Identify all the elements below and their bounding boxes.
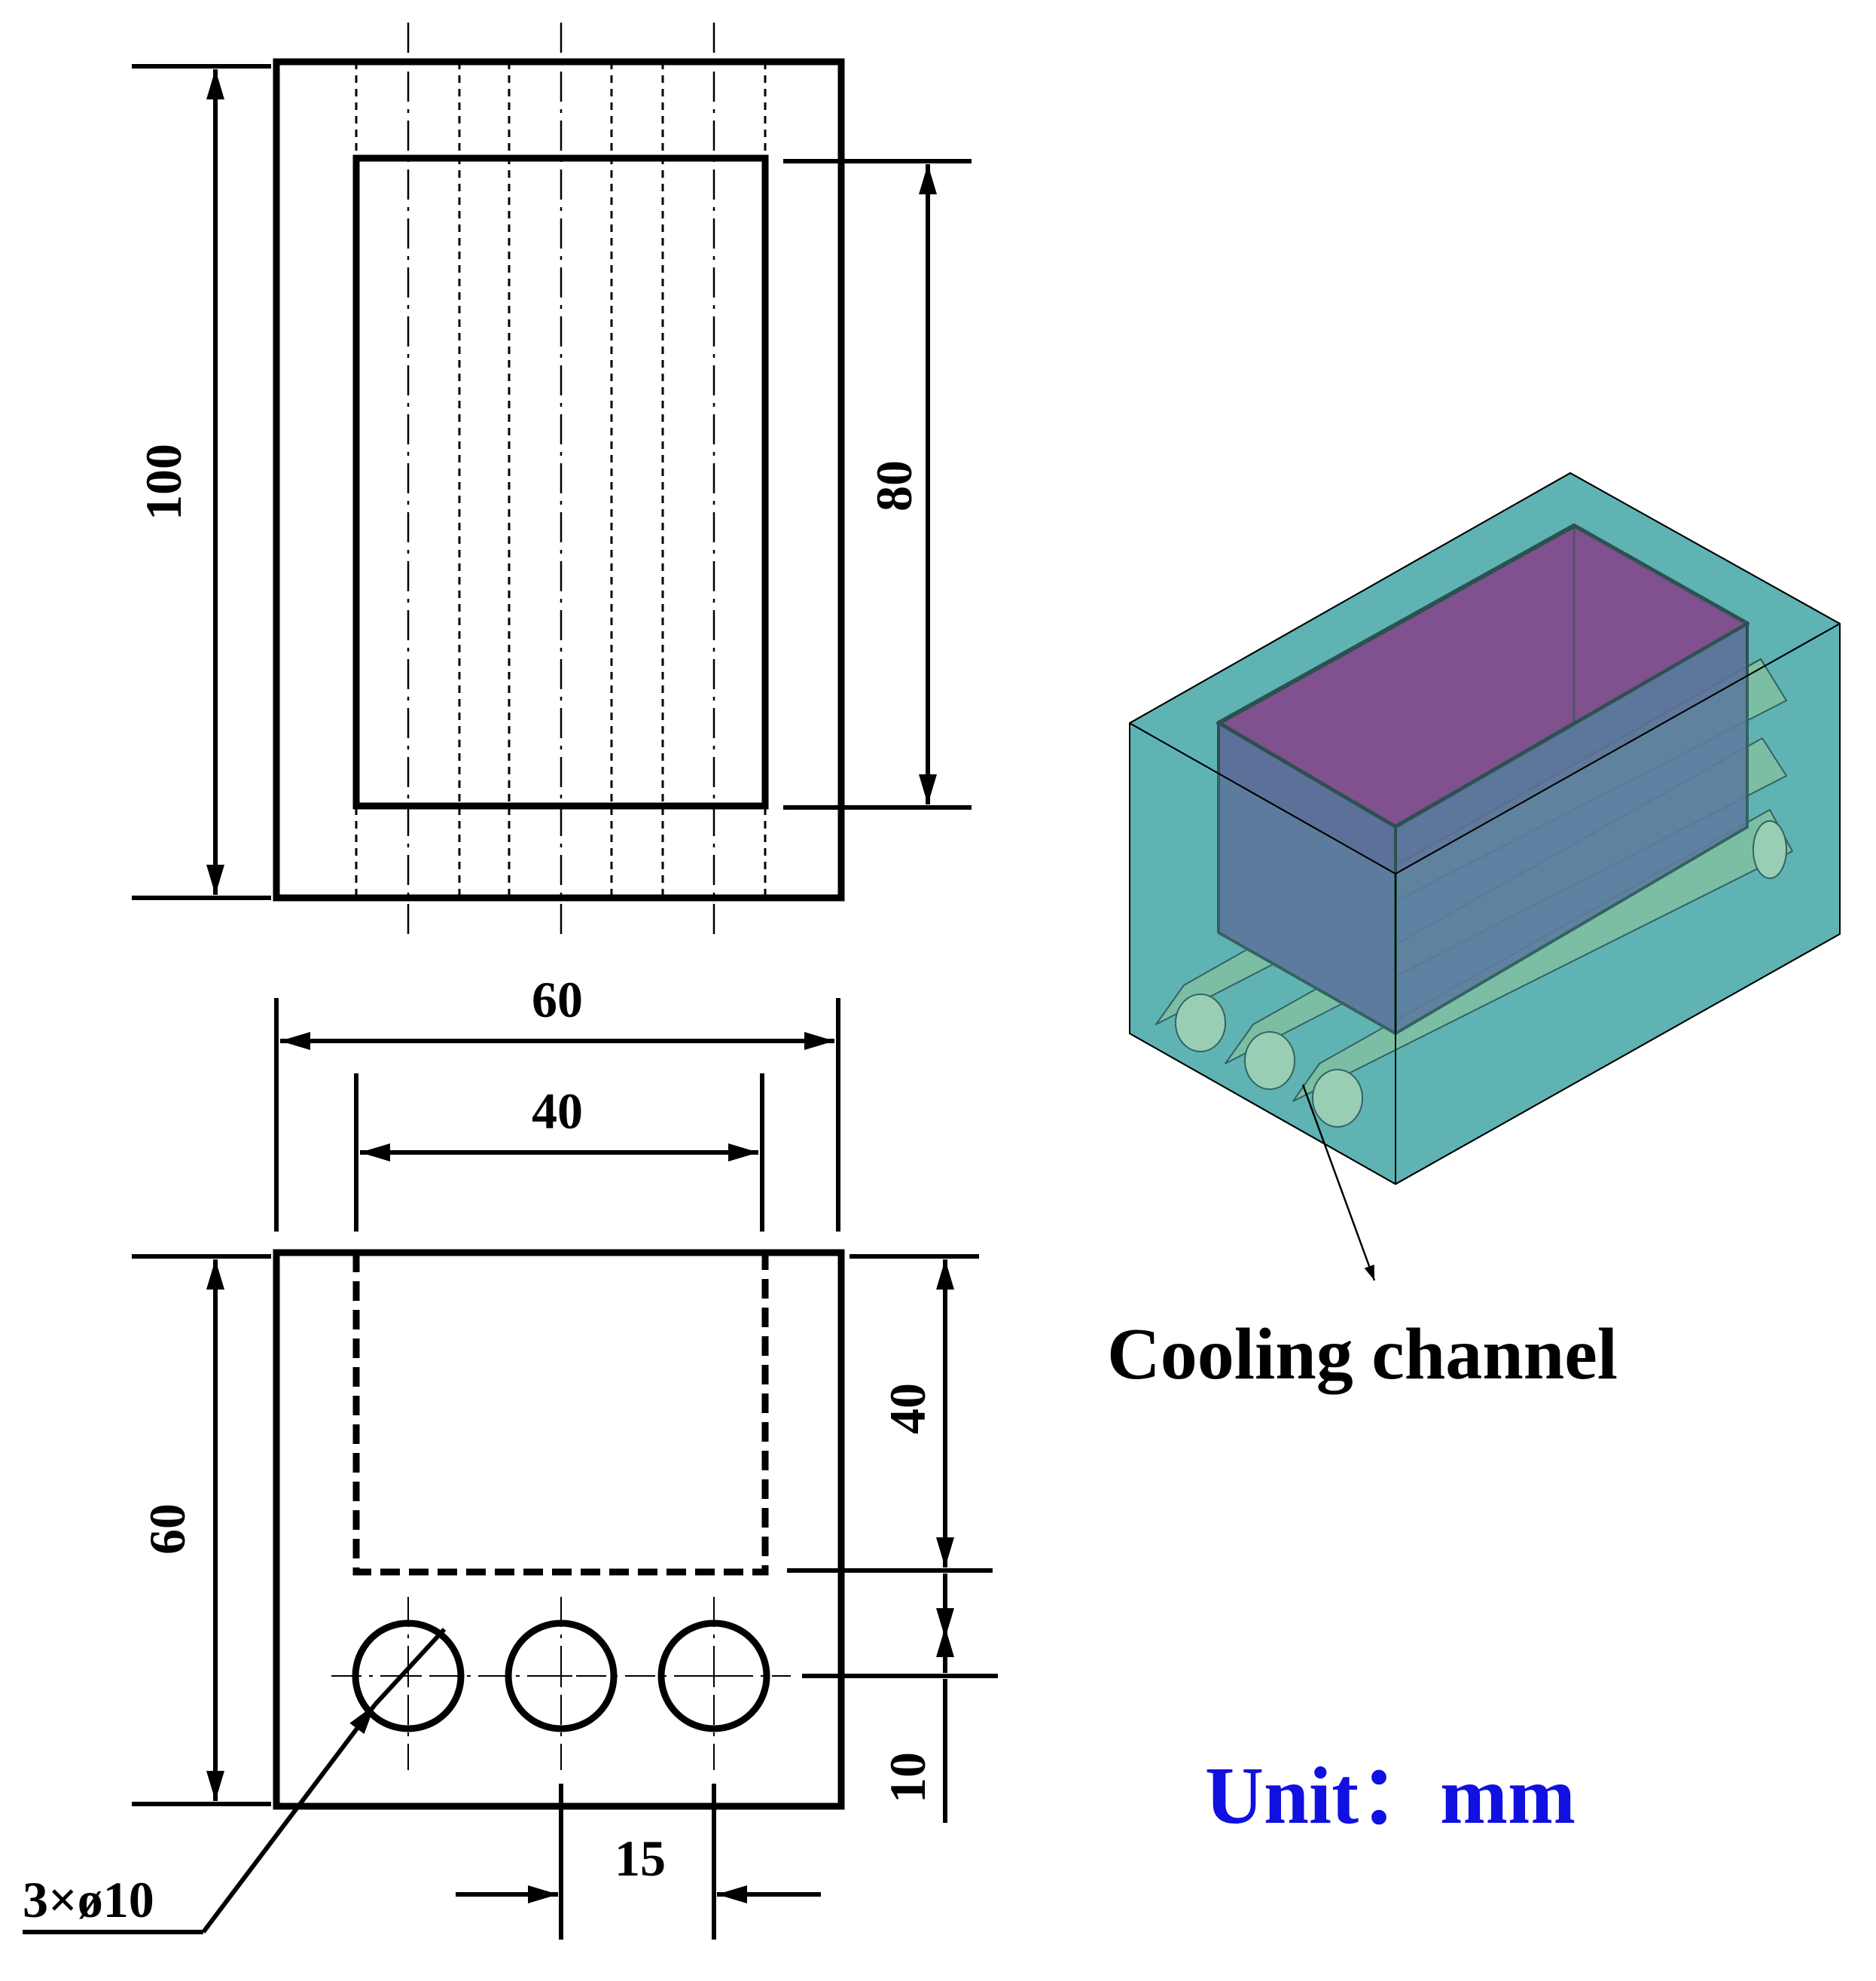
front-dim-width-60: [274, 998, 840, 1232]
front-dim-width-60-label: 60: [532, 971, 583, 1028]
front-dim-height-60: [132, 1254, 271, 1806]
iso-block-top: [1129, 472, 1841, 875]
unit-label: Unit：mm: [1205, 1751, 1576, 1841]
hole-callout-leader: [23, 1627, 447, 1934]
hole-center-marks: [397, 1665, 725, 1687]
cooling-channel-leader: [1301, 1084, 1376, 1281]
top-dim-100: [132, 64, 271, 900]
cooling-hole-2: [505, 1619, 618, 1732]
iso-view: [1129, 472, 1841, 1281]
front-dim-height-60-label: 60: [139, 1503, 196, 1555]
front-dim-width-40-label: 40: [532, 1082, 583, 1140]
cooling-channel-label: Cooling channel: [1107, 1314, 1618, 1395]
top-dim-80: [783, 159, 972, 810]
cooling-hole-1: [352, 1619, 465, 1732]
front-dim-offset-10-label: 10: [879, 1752, 936, 1803]
front-view: [23, 998, 998, 1940]
top-view: [132, 23, 972, 934]
top-view-outer-outline: [273, 58, 845, 902]
front-dim-depth-40-label: 40: [879, 1383, 936, 1434]
front-dim-spacing-15-label: 15: [615, 1830, 666, 1887]
hole-callout-label: 3×ø10: [23, 1871, 154, 1928]
top-view-hidden-channel-lines: [355, 62, 767, 898]
top-dim-80-label: 80: [865, 460, 923, 511]
front-view-cavity-hidden: [352, 1253, 769, 1576]
cooling-hole-3: [657, 1619, 770, 1732]
front-dim-depth-40: [787, 1254, 993, 1573]
top-view-center-lines: [407, 23, 715, 934]
top-dim-100-label: 100: [135, 444, 192, 520]
front-dim-spacing-15: [456, 1784, 821, 1940]
front-dim-offset-10: [802, 1574, 998, 1823]
front-dim-width-40: [354, 1073, 764, 1232]
